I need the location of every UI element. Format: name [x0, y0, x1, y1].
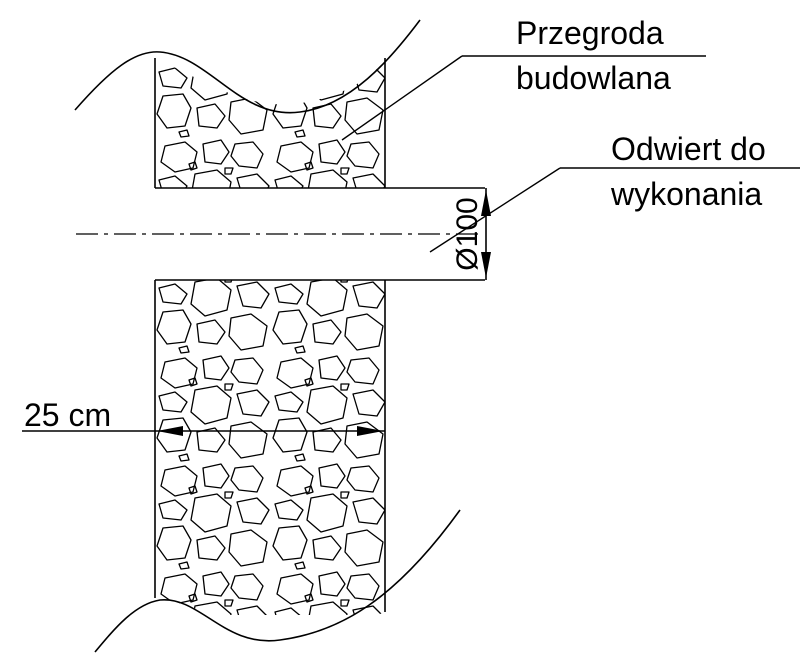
width-arrow-right [357, 426, 383, 436]
bore-label-line2: wykonania [611, 176, 763, 212]
bore-label-line1: Odwiert do [611, 131, 766, 167]
bore-leader [429, 167, 561, 253]
break-line-top [74, 19, 421, 114]
diameter-arrow-top [481, 190, 491, 216]
partition-leader [341, 55, 463, 141]
diameter-dimension-label: Ø100 [451, 197, 484, 271]
diameter-arrow-bottom [481, 252, 491, 278]
width-arrow-left [157, 426, 183, 436]
masonry-hatch-upper [155, 58, 385, 188]
partition-label-line2: budowlana [516, 60, 671, 96]
masonry-hatch-lower [155, 280, 385, 615]
width-dimension-label: 25 cm [24, 397, 112, 433]
partition-label-line1: Przegroda [516, 15, 664, 51]
break-line-bottom [94, 509, 461, 653]
